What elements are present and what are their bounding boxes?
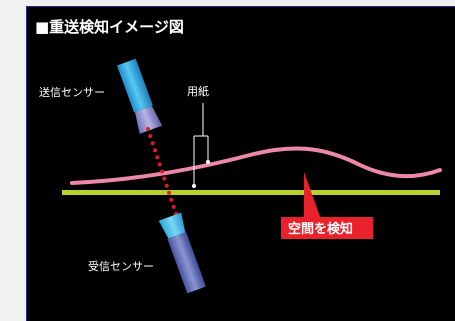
paper-curve xyxy=(70,146,442,185)
signal-dot xyxy=(167,190,171,195)
paper-marker-upper xyxy=(206,160,210,164)
signal-dot xyxy=(157,162,162,167)
signal-dot xyxy=(160,169,164,174)
signal-path xyxy=(146,127,178,216)
paper-label: 用紙 xyxy=(187,84,209,98)
signal-dot xyxy=(162,176,167,181)
diagram-title: ■重送検知イメージ図 xyxy=(35,18,184,36)
paper-marker-lower xyxy=(192,184,196,188)
detection-callout: 空間を検知 xyxy=(281,172,373,239)
signal-dot xyxy=(153,148,157,153)
signal-dot xyxy=(164,183,169,188)
signal-dot xyxy=(150,141,155,146)
signal-dot xyxy=(146,127,150,131)
callout-text: 空間を検知 xyxy=(288,221,353,237)
callout-pointer xyxy=(304,172,322,222)
callout-box xyxy=(281,217,373,239)
signal-dot xyxy=(169,197,174,202)
signal-dot xyxy=(148,134,153,139)
signal-dot xyxy=(171,204,176,209)
receiving-sensor-label: 受信センサー xyxy=(88,260,154,273)
sensor-emitter-icon xyxy=(116,58,163,134)
diagram-panel xyxy=(26,6,455,321)
sending-sensor-label: 送信センサー xyxy=(39,85,105,99)
paper-bracket xyxy=(193,103,209,185)
baseline xyxy=(62,190,440,195)
sending-sensor xyxy=(116,58,163,134)
sensor-receiver-icon xyxy=(158,212,207,294)
signal-dot xyxy=(155,155,160,160)
receiving-sensor xyxy=(158,212,207,294)
